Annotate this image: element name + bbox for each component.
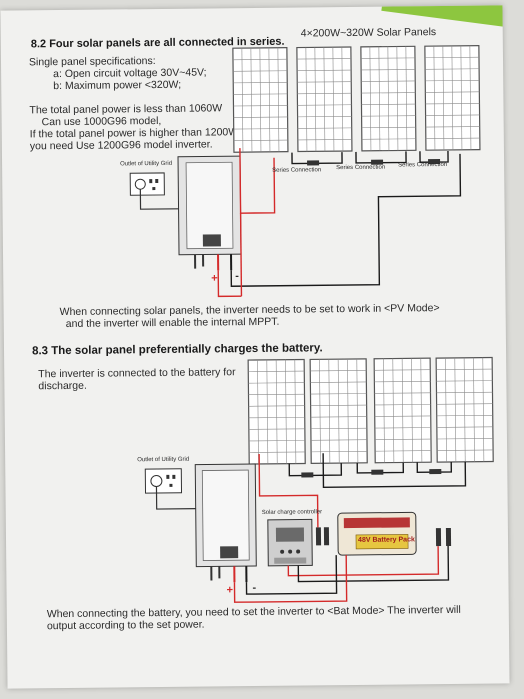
bat-mode-note-2: output according to the set power. — [46, 618, 205, 633]
positive-wire-1b — [239, 148, 276, 214]
plus-terminal-2: + — [226, 584, 234, 597]
battery-label: 48V Battery Pack — [357, 536, 415, 544]
solar-panel — [360, 45, 417, 152]
diagram-series-connection — [129, 45, 481, 298]
negative-wire-1 — [230, 153, 462, 287]
manual-page: 8.2 Four solar panels are all connected … — [0, 5, 510, 689]
solar-panel — [309, 358, 368, 465]
solar-panel — [247, 358, 306, 465]
diagram-battery-connection — [144, 356, 494, 603]
grid-outlet-1 — [129, 172, 179, 210]
solar-panel — [435, 356, 494, 463]
inverter-1 — [177, 155, 242, 271]
controller-label: Solar charge controller — [261, 509, 323, 516]
solar-panels-row-1 — [232, 45, 481, 153]
solar-charge-controller — [267, 518, 313, 567]
solar-panel — [373, 357, 432, 464]
outlet-label-2: Outlet of Utility Grid — [137, 456, 190, 464]
solar-panels-row-2 — [247, 356, 494, 465]
battery-pack — [337, 511, 417, 556]
grid-outlet-2 — [144, 468, 196, 510]
solar-panel — [424, 45, 481, 151]
inverter-2 — [194, 463, 257, 583]
minus-terminal-2: - — [252, 582, 257, 595]
positive-wire-1 — [217, 270, 242, 298]
solar-panel — [296, 46, 353, 153]
solar-panel — [232, 47, 289, 153]
